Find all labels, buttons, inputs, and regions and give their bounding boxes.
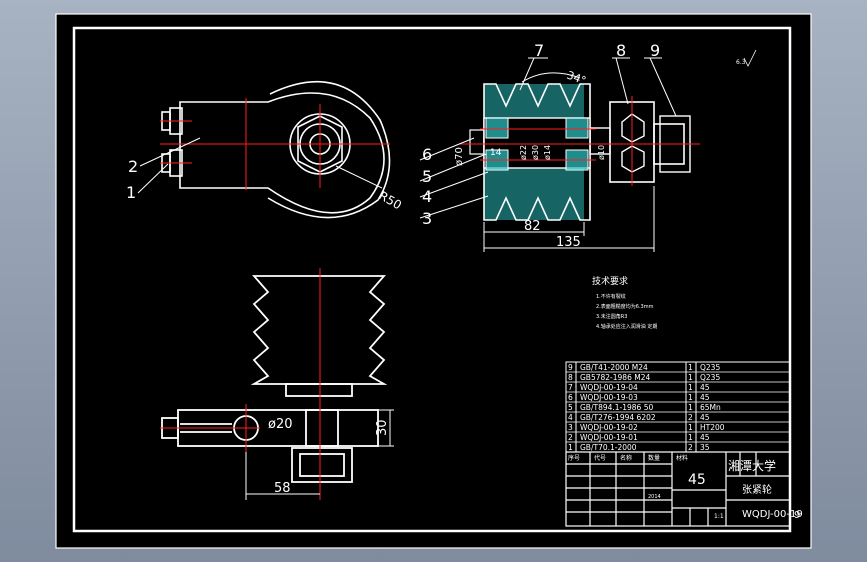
bottom-view [161, 275, 388, 483]
dim-dia-70: ø70 [454, 147, 465, 166]
bom-cell-material: 45 [700, 383, 710, 392]
bom-cell-material: Q235 [700, 373, 720, 382]
dim-angle-34: 34° [565, 69, 588, 88]
bom-cell-no: 6 [568, 393, 573, 402]
bom-cell-material: Q235 [700, 363, 720, 372]
bom-cell-qty: 1 [688, 373, 693, 382]
bom-cell-qty: 1 [688, 393, 693, 402]
title-year: 2014 [648, 494, 661, 500]
bom-cell-code: WQDJ-00-19-03 [580, 393, 638, 402]
bom-header-name: 名称 [620, 454, 632, 462]
callout-2: 2 [128, 157, 138, 176]
bom-cell-material: 45 [700, 413, 710, 422]
bom-cell-no: 4 [568, 413, 573, 422]
sheet-inner-border [72, 26, 792, 533]
bom-cell-material: 45 [700, 393, 710, 402]
bom-cell-code: GB/T894.1-1986 50 [580, 403, 653, 412]
bom-cell-no: 9 [568, 363, 573, 372]
bom-cell-code: GB/T41-2000 M24 [580, 363, 648, 372]
dim-58: 58 [274, 481, 291, 496]
dim-dia-22: ø22 [519, 145, 528, 160]
bom-cell-code: WQDJ-00-19-04 [580, 383, 638, 392]
callout-7: 7 [534, 41, 544, 60]
bom-cell-code: GB5782-1986 M24 [580, 373, 650, 382]
dim-82: 82 [524, 219, 541, 234]
notes-line-3: 3.未注圆角R3 [596, 313, 627, 320]
callout-4: 4 [422, 187, 432, 206]
bom-cell-qty: 1 [688, 433, 693, 442]
bom-header-code: 代号 [594, 454, 606, 462]
bom-cell-material: 45 [700, 433, 710, 442]
sheet-outer-border [55, 13, 812, 549]
notes-title: 技术要求 [592, 275, 628, 287]
bom-cell-qty: 1 [688, 403, 693, 412]
bom-cell-qty: 2 [688, 443, 693, 452]
bom-cell-no: 3 [568, 423, 573, 432]
title-sheet-mark: 9 [794, 510, 800, 521]
dim-dia-10: ø10 [597, 145, 606, 160]
dim-30: 30 [375, 419, 390, 436]
bom-header-mat: 材料 [676, 454, 688, 462]
title-block [565, 451, 791, 527]
roughness-mark [743, 49, 757, 67]
callout-8: 8 [616, 41, 626, 60]
bom-header-no: 序号 [568, 454, 580, 462]
callout-3: 3 [422, 209, 432, 228]
bom-cell-material: 65Mn [700, 403, 721, 412]
bom-cell-code: GB/T276-1994 6202 [580, 413, 656, 422]
bottom-view-dimension-lines [245, 409, 394, 500]
bom-cell-qty: 1 [688, 363, 693, 372]
dim-14: 14 [490, 148, 502, 158]
bom-cell-qty: 1 [688, 383, 693, 392]
dim-dia-14: ø14 [543, 145, 552, 160]
bom-cell-no: 7 [568, 383, 573, 392]
dim-dia-20: ø20 [268, 417, 293, 432]
front-view-centerlines [160, 98, 390, 190]
bom-cell-code: WQDJ-00-19-01 [580, 433, 638, 442]
roughness-symbol: 6.3 [736, 59, 746, 66]
title-material: 45 [688, 472, 706, 488]
notes-line-4: 4.轴承处应注入润滑油 定期 [596, 323, 657, 330]
bom-cell-no: 2 [568, 433, 573, 442]
bom-cell-qty: 2 [688, 413, 693, 422]
notes-line-1: 1.不许有裂纹 [596, 293, 626, 300]
bom-cell-no: 5 [568, 403, 573, 412]
bom-cell-qty: 1 [688, 423, 693, 432]
dim-dia-30: ø30 [531, 145, 540, 160]
bom-cell-code: GB/T70.1-2000 [580, 443, 637, 452]
bom-cell-code: WQDJ-00-19-02 [580, 423, 638, 432]
title-scale: 1:1 [714, 513, 724, 520]
bom-cell-material: HT200 [700, 423, 725, 432]
section-view-dimension-lines [419, 57, 677, 252]
title-school: 湘潭大学 [728, 458, 776, 473]
section-view-centerlines [460, 96, 700, 186]
bom-cell-no: 1 [568, 443, 573, 452]
callout-9: 9 [650, 41, 660, 60]
bom-cell-no: 8 [568, 373, 573, 382]
bom-header-qty: 数量 [648, 454, 660, 462]
callout-1: 1 [126, 183, 136, 202]
title-part-name: 张紧轮 [742, 483, 772, 496]
notes-line-2: 2.表面粗糙度均为6.3mm [596, 303, 654, 310]
callout-6: 6 [422, 145, 432, 164]
front-view-leaders [137, 137, 383, 194]
title-drawing-no: WQDJ-00-19 [742, 509, 803, 520]
dim-135: 135 [556, 235, 581, 250]
callout-5: 5 [422, 167, 432, 186]
bottom-view-centerlines [160, 268, 321, 500]
bom-cell-material: 35 [700, 443, 710, 452]
